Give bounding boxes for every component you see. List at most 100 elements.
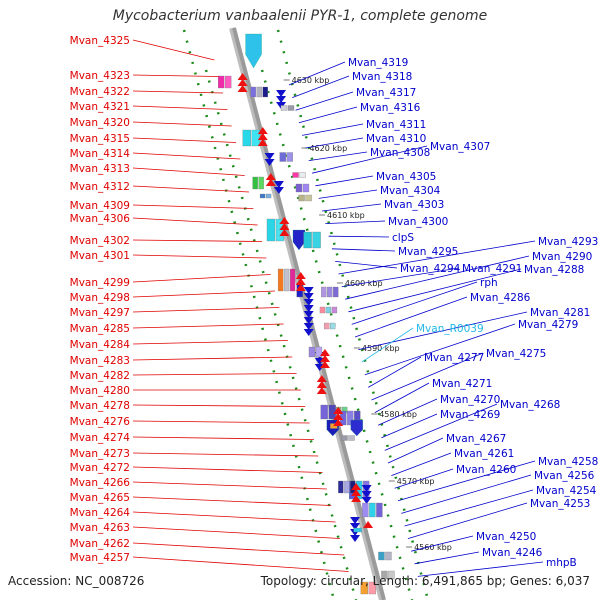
feature-box-4315-0 [242,129,251,147]
feature-box-4306-0 [259,193,266,199]
feature-arrow-4280-1 [316,381,327,388]
feature-box-4253-2 [376,502,383,518]
feature-arrow-4301-1 [279,223,290,230]
feature-arrow-4265-2 [351,495,362,502]
leader-line-left [132,105,228,110]
feature-arrow-4310-0 [264,153,275,160]
feature-box-4257-0 [360,581,369,595]
feature-arrow-4254-0 [350,517,361,524]
map-title: Mycobacterium vanbaalenii PYR-1, complet… [112,8,488,24]
feature-arrow-4291-7 [303,329,314,336]
leader-line-left [132,121,232,127]
feature-box-4318-1 [256,86,262,98]
left-gene-label: Mvan_4315 [70,133,130,145]
feature-arrow-4291-3 [303,305,314,312]
leader-line-right [338,240,536,275]
feature-arrow-4297-1 [295,278,306,285]
feature-arrow-4317-0 [276,90,287,97]
left-gene-label: Mvan_4265 [70,492,130,504]
feature-box-4290-1 [327,286,333,298]
leader-line-right [414,551,480,565]
tick-label-5: 4580 kbp [379,410,417,419]
leader-line-right [321,203,382,212]
genome-summary-text: Topology: circular, Length: 6,491,865 bp… [260,574,590,588]
left-gene-label: Mvan_4309 [70,200,130,212]
leader-line-right [341,267,460,287]
feature-arrow-4304-1 [273,187,284,194]
left-gene-label: Mvan_4276 [70,416,131,428]
feature-arrow-4265-0 [351,483,362,490]
feature-box-4305-0 [292,172,299,178]
right-gene-label: rph [480,277,498,289]
leader-line-right [391,452,452,476]
right-gene-label: Mvan_4261 [454,448,514,460]
left-gene-label: Mvan_4272 [70,462,130,474]
right-gene-label: Mvan_4260 [456,464,516,476]
feature-arrow-4314-0 [257,127,268,134]
leader-line-left [132,185,250,193]
feature-box-4322-1 [225,75,232,89]
right-gene-label: Mvan_4308 [370,147,430,159]
left-gene-label: Mvan_4298 [70,292,130,304]
right-gene-label: Mvan_4267 [446,433,506,445]
feature-box-4304-1 [302,183,310,193]
feature-arrow-4297-0 [295,272,306,279]
right-gene-label: Mvan_4293 [538,236,598,248]
leader-line-right [331,248,396,252]
tick-label-0: 4630 kbp [292,76,330,85]
feature-box-4250-0 [378,551,385,561]
left-gene-label: Mvan_4274 [70,432,131,444]
leader-line-left [132,420,310,424]
leader-line-right [335,261,398,269]
right-gene-label: Mvan_4250 [476,531,536,543]
feature-arrow-4280-2 [316,387,327,394]
left-gene-label: Mvan_4257 [70,552,130,564]
leader-line-right [305,137,364,149]
leader-line-right [345,255,530,300]
left-gene-label: Mvan_4285 [70,323,130,335]
left-gene-label: Mvan_4262 [70,538,130,550]
feature-arrow-4272-2 [333,419,344,426]
feature-arrow-4269 [350,419,363,437]
feature-box-4268-1 [347,410,354,426]
feature-arrow-4256-1 [361,491,372,498]
leader-line-right [288,61,346,86]
feature-box-4279-0 [323,322,330,330]
right-gene-label: Mvan_4304 [380,185,441,197]
feature-box-4267-0 [341,435,348,441]
right-gene-label: Mvan_4270 [440,394,500,406]
leader-line-left [132,340,288,345]
feature-arrow-4301-0 [279,217,290,224]
leader-line-left [132,373,297,376]
left-gene-label: Mvan_4280 [70,385,130,397]
right-gene-label: Mvan_4316 [360,102,421,114]
right-gene-label: Mvan_4290 [532,251,592,263]
leader-line-left [132,74,219,77]
feature-box-4286-2 [331,306,338,314]
left-gene-label: Mvan_4301 [70,250,130,262]
right-gene-label: Mvan_4279 [518,319,578,331]
leader-line-right [407,502,528,539]
left-gene-label: Mvan_4283 [70,355,130,367]
right-gene-label: Mvan_4295 [398,246,458,258]
feature-arrow-4309-1 [265,179,276,186]
leader-line-left [132,404,306,407]
feature-arrow-4272-0 [333,407,344,414]
right-gene-label: Mvan_4307 [430,141,490,153]
leader-line-right [361,327,414,363]
dotted-guide-lines [182,29,430,600]
feature-box-4290-2 [333,286,339,298]
feature-box-4306-1 [265,193,272,199]
leader-line-right [308,151,368,161]
leader-line-right [298,106,358,124]
dotted-line-inner-left [204,69,358,600]
feature-box-4266-1 [344,480,350,494]
right-gene-label: Mvan_4258 [538,456,598,468]
feature-arrow-4297-2 [295,284,306,291]
feature-arrow-4283-2 [319,361,330,368]
leader-line-right [401,474,532,514]
right-gene-label: Mvan_4318 [352,71,412,83]
feature-arrow-4304-0 [273,181,284,188]
